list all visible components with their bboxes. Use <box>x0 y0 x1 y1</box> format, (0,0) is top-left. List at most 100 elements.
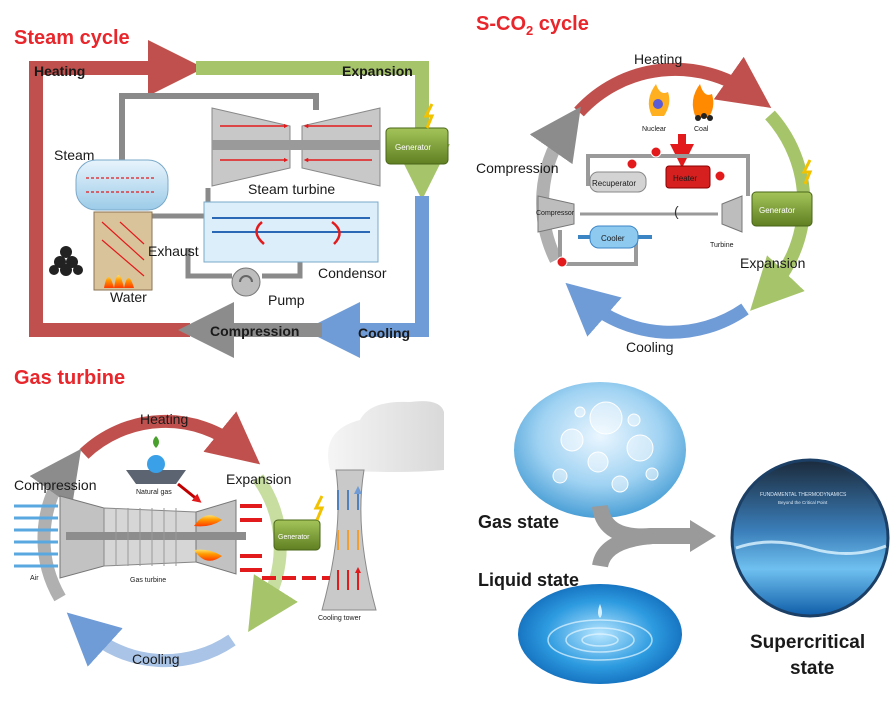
sco2-valves <box>556 146 726 268</box>
air-inlet-lines <box>14 504 58 568</box>
gas-cooling-label: Cooling <box>132 651 179 667</box>
gas-turbine-label: Gas turbine <box>130 577 166 584</box>
heater-label: Heater <box>673 174 697 183</box>
water-ripples <box>547 619 653 661</box>
natural-gas-icon <box>126 436 186 484</box>
compressor-label: Compressor <box>536 210 575 217</box>
merge-arrowhead <box>690 520 716 552</box>
boiler-tubes <box>101 221 145 277</box>
sco2-cooling-label: Cooling <box>626 339 673 355</box>
gas-cooling-arrow <box>66 612 236 668</box>
gas-heating-label: Heating <box>140 411 188 427</box>
cooling-tower-arrows <box>337 490 358 590</box>
steam-cooling-label: Cooling <box>358 325 410 341</box>
steam-lightning-icon <box>423 103 435 129</box>
bubbles <box>552 401 659 493</box>
liquid-state-label: Liquid state <box>478 570 579 590</box>
condensor-outlet-pipe <box>262 262 303 279</box>
heater <box>665 165 711 189</box>
book-title-line1: FUNDAMENTAL THERMODYNAMICS <box>760 492 847 498</box>
sco2-turbine-label: Turbine <box>710 242 734 249</box>
steam-generator-label: Generator <box>395 143 431 152</box>
merge-arrow-bottom <box>592 528 653 568</box>
nuclear-label: Nuclear <box>642 126 667 133</box>
gas-lightning-icon <box>313 495 325 521</box>
coal-icon <box>692 84 714 121</box>
sco2-generator-label: Generator <box>759 206 795 215</box>
combustor-flame-top-icon <box>194 515 222 527</box>
pump-label: Pump <box>268 292 305 308</box>
book-title-line2: Beyond the Critical Point <box>778 500 828 505</box>
sco2-lightning-icon <box>801 159 813 185</box>
steam-flow-lines <box>86 177 156 193</box>
water-drop-icon <box>598 604 602 618</box>
sco2-heating-label: Heating <box>634 51 682 67</box>
gas-compression-label: Compression <box>14 477 96 493</box>
air-label: Air <box>30 575 39 582</box>
cooling-tower-label: Cooling tower <box>318 615 361 622</box>
smoke-plume <box>328 401 444 472</box>
steam-main-pipe <box>119 93 319 160</box>
steam-heating-label: Heating <box>34 63 85 79</box>
steam-label: Steam <box>54 147 94 163</box>
recuperator-label: Recuperator <box>592 179 636 188</box>
gas-state-label: Gas state <box>478 512 559 532</box>
natural-gas-label: Natural gas <box>136 489 172 496</box>
coal-label: Coal <box>694 126 709 133</box>
compressor <box>537 195 575 233</box>
combustor-flame-bottom-icon <box>194 549 222 561</box>
sco2-cycle-panel: S-CO2 cycle Heating Compression Expansio… <box>476 13 813 355</box>
pump-icon <box>231 267 261 297</box>
steam-turbine <box>211 107 381 187</box>
gas-turbine-title: Gas turbine <box>14 367 125 389</box>
gas-exhaust-flow <box>240 504 262 572</box>
recuperator <box>589 171 647 193</box>
gas-heating-arrow <box>79 411 261 465</box>
pump-pipe <box>185 248 232 279</box>
gas-turbine-body <box>59 495 246 579</box>
steam-compression-label: Compression <box>210 323 299 339</box>
sco2-hot-pipe <box>586 154 750 196</box>
sco2-heating-arrow <box>574 56 772 117</box>
coal-pile-icon <box>49 246 83 276</box>
gas-turbine-panel: Gas turbine Cooling tower Heating Compre… <box>14 367 444 668</box>
sco2-cold-pipe <box>558 230 638 266</box>
condensor-tubes <box>212 217 370 233</box>
sco2-compression-label: Compression <box>476 160 558 176</box>
states-panel: Gas state Liquid state FUNDAMENTAL THERM… <box>478 382 890 684</box>
supercritical-label-line1: Supercritical <box>750 632 865 653</box>
gas-expansion-label: Expansion <box>226 471 291 487</box>
sco2-cooling-arrow <box>565 282 749 339</box>
cooler-label: Cooler <box>601 234 625 243</box>
water-label: Water <box>110 289 147 305</box>
sco2-generator <box>751 191 813 227</box>
steam-cycle-title: Steam cycle <box>14 27 130 49</box>
steam-turbine-label: Steam turbine <box>248 181 335 197</box>
supercritical-state-image <box>730 458 890 618</box>
steam-cooling-arrow <box>304 196 429 358</box>
steam-drum <box>75 159 169 211</box>
supercritical-surface <box>735 540 887 556</box>
steam-cycle-panel: Steam cycle Heating Expansion Compressio… <box>14 27 450 358</box>
exhaust-label: Exhaust <box>148 243 199 259</box>
gas-generator <box>273 519 321 551</box>
sco2-compression-arrow <box>529 106 581 263</box>
sco2-title: S-CO2 cycle <box>476 13 589 38</box>
supercritical-label-line2: state <box>790 658 834 679</box>
boiler <box>93 211 153 291</box>
gas-generator-label: Generator <box>278 534 310 541</box>
nuclear-icon <box>648 84 670 116</box>
condensor-label: Condensor <box>318 265 387 281</box>
condensor-flow-right <box>331 220 341 245</box>
sco2-expansion-label: Expansion <box>740 255 805 271</box>
shaft-coupling-icon: ( <box>674 203 679 219</box>
sco2-turbine <box>721 195 743 233</box>
condensor-flow-left <box>255 221 265 245</box>
fuel-input-arrow <box>177 482 202 503</box>
steam-generator <box>385 127 449 165</box>
gas-state-image <box>514 382 686 518</box>
boiler-flame-icon <box>104 275 134 288</box>
steam-expansion-label: Expansion <box>342 63 413 79</box>
gas-compression-arrow <box>29 448 82 602</box>
